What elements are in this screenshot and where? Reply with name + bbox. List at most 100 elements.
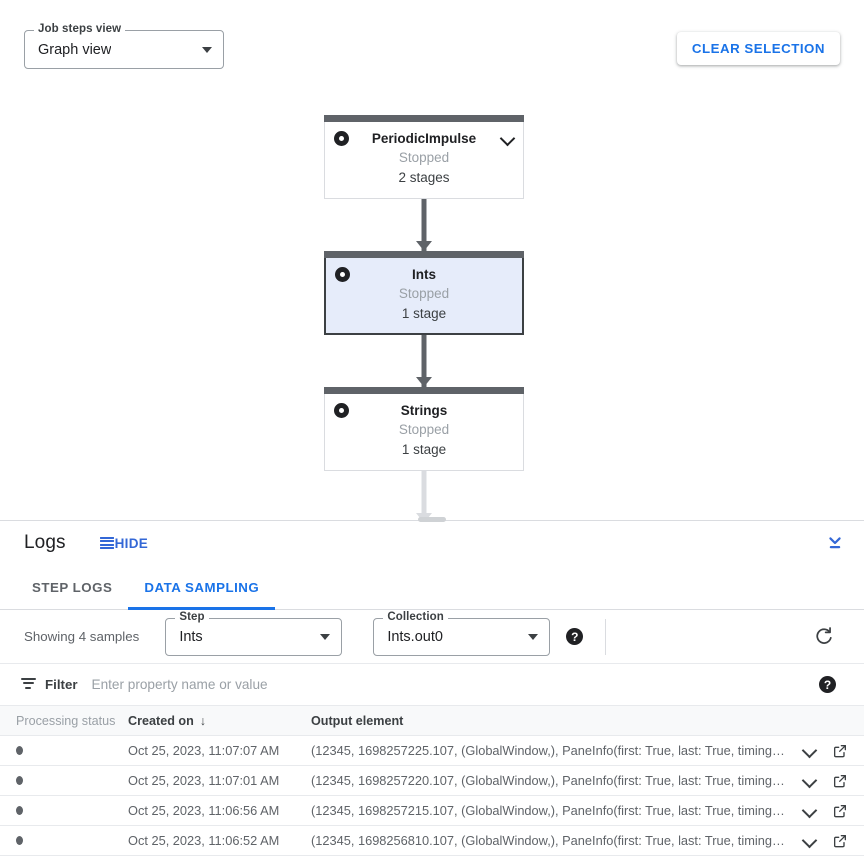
cell-processing-status bbox=[0, 746, 128, 755]
table-row[interactable]: Oct 25, 2023, 11:06:52 AM (12345, 169825… bbox=[0, 826, 864, 856]
status-dot-icon bbox=[16, 776, 23, 785]
node-status: Stopped bbox=[398, 150, 450, 165]
cell-output-element: (12345, 1698257225.107, (GlobalWindow,),… bbox=[311, 743, 785, 758]
help-icon[interactable]: ? bbox=[819, 676, 836, 693]
open-in-new-icon[interactable] bbox=[832, 833, 848, 849]
column-header-processing-status: Processing status bbox=[16, 713, 116, 728]
filter-bar: Filter ? bbox=[0, 664, 864, 706]
cell-processing-status bbox=[0, 836, 128, 845]
open-in-new-icon[interactable] bbox=[832, 803, 848, 819]
node-status: Stopped bbox=[398, 422, 450, 437]
row-actions bbox=[802, 833, 864, 849]
logs-panel-header: Logs HIDE bbox=[0, 521, 864, 565]
cell-created-on: Oct 25, 2023, 11:06:56 AM bbox=[128, 803, 280, 818]
node-title: PeriodicImpulse bbox=[371, 131, 477, 146]
node-status-bar bbox=[324, 115, 524, 122]
job-steps-view-select[interactable]: Job steps view Graph view bbox=[24, 23, 224, 69]
node-stages: 1 stage bbox=[401, 306, 447, 321]
collection-select[interactable]: Collection Ints.out0 bbox=[373, 610, 551, 656]
graph-node-periodicimpulse[interactable]: PeriodicImpulse Stopped 2 stages bbox=[324, 115, 524, 199]
graph-connector-ints-to-strings bbox=[416, 335, 432, 387]
status-dot-icon bbox=[16, 746, 23, 755]
cell-processing-status bbox=[0, 776, 128, 785]
clear-selection-button[interactable]: CLEAR SELECTION bbox=[676, 32, 840, 65]
hide-logs-button[interactable]: HIDE bbox=[98, 534, 150, 553]
step-select-label: Step bbox=[175, 610, 209, 623]
cell-output-element: (12345, 1698257220.107, (GlobalWindow,),… bbox=[311, 773, 785, 788]
stop-circle-icon bbox=[335, 267, 350, 282]
node-status-bar bbox=[324, 387, 524, 394]
step-select-value: Ints bbox=[179, 628, 203, 645]
dropdown-arrow-icon bbox=[528, 633, 539, 640]
logs-title: Logs bbox=[24, 532, 66, 553]
tab-step-logs[interactable]: STEP LOGS bbox=[16, 565, 128, 609]
filter-input[interactable] bbox=[91, 677, 819, 692]
filter-label: Filter bbox=[45, 677, 78, 692]
node-title: Ints bbox=[411, 267, 436, 282]
open-in-new-icon[interactable] bbox=[832, 773, 848, 789]
refresh-button[interactable] bbox=[812, 625, 836, 649]
help-icon[interactable]: ? bbox=[566, 628, 584, 645]
column-header-created-on[interactable]: Created on ↓ bbox=[128, 714, 311, 728]
row-actions bbox=[802, 803, 864, 819]
dropdown-arrow-icon bbox=[320, 633, 331, 640]
connector-line bbox=[421, 335, 427, 387]
node-body: PeriodicImpulse Stopped 2 stages bbox=[325, 122, 523, 200]
table-row[interactable]: Oct 25, 2023, 11:07:01 AM (12345, 169825… bbox=[0, 766, 864, 796]
dropdown-arrow-icon bbox=[202, 46, 212, 53]
column-header-created-on-label: Created on bbox=[128, 713, 194, 728]
node-title: Strings bbox=[400, 403, 448, 418]
table-row[interactable]: Oct 25, 2023, 11:07:07 AM (12345, 169825… bbox=[0, 736, 864, 766]
job-graph-area: PeriodicImpulse Stopped 2 stages Ints St… bbox=[0, 0, 864, 520]
expand-row-chevron-down-icon[interactable] bbox=[802, 833, 818, 849]
expand-row-chevron-down-icon[interactable] bbox=[802, 803, 818, 819]
job-steps-view-value: Graph view bbox=[38, 41, 112, 58]
row-actions bbox=[802, 773, 864, 789]
cell-processing-status bbox=[0, 806, 128, 815]
connector-arrowhead-icon bbox=[416, 377, 432, 387]
node-stages: 2 stages bbox=[398, 170, 450, 185]
list-icon bbox=[99, 536, 114, 550]
connector-arrowhead-icon bbox=[416, 241, 432, 251]
collection-select-label: Collection bbox=[383, 610, 448, 623]
table-row[interactable]: Oct 25, 2023, 11:06:56 AM (12345, 169825… bbox=[0, 796, 864, 826]
graph-canvas[interactable]: PeriodicImpulse Stopped 2 stages Ints St… bbox=[0, 0, 864, 520]
showing-samples-text: Showing 4 samples bbox=[24, 629, 140, 644]
expand-row-chevron-down-icon[interactable] bbox=[802, 773, 818, 789]
row-actions bbox=[802, 743, 864, 759]
expand-row-chevron-down-icon[interactable] bbox=[802, 743, 818, 759]
node-status-bar bbox=[324, 251, 524, 258]
status-dot-icon bbox=[16, 806, 23, 815]
graph-toolbar: Job steps view Graph view CLEAR SELECTIO… bbox=[0, 0, 864, 92]
status-dot-icon bbox=[16, 836, 23, 845]
chevron-down-icon[interactable] bbox=[501, 132, 515, 146]
cell-created-on: Oct 25, 2023, 11:07:07 AM bbox=[128, 743, 280, 758]
connector-line bbox=[421, 471, 427, 520]
node-status: Stopped bbox=[398, 286, 450, 301]
step-select[interactable]: Step Ints bbox=[165, 610, 343, 656]
graph-node-strings[interactable]: Strings Stopped 1 stage bbox=[324, 387, 524, 471]
samples-table-header: Processing status Created on ↓ Output el… bbox=[0, 706, 864, 736]
graph-connector-strings-to-next bbox=[416, 471, 432, 520]
cell-output-element: (12345, 1698257215.107, (GlobalWindow,),… bbox=[311, 803, 785, 818]
cell-created-on: Oct 25, 2023, 11:06:52 AM bbox=[128, 833, 280, 848]
open-in-new-icon[interactable] bbox=[832, 743, 848, 759]
node-stages: 1 stage bbox=[401, 442, 447, 457]
data-sampling-controls: Showing 4 samples Step Ints Collection I… bbox=[0, 610, 864, 664]
hide-logs-label: HIDE bbox=[114, 535, 149, 551]
tab-data-sampling[interactable]: DATA SAMPLING bbox=[128, 565, 276, 610]
sort-descending-icon: ↓ bbox=[199, 713, 207, 728]
panel-resize-handle[interactable] bbox=[418, 517, 446, 522]
filter-icon bbox=[20, 677, 36, 692]
logs-panel: Logs HIDE STEP LOGS DATA SAMPLING Showin… bbox=[0, 517, 864, 856]
graph-connector-periodicimpulse-to-ints bbox=[416, 199, 432, 251]
graph-node-ints[interactable]: Ints Stopped 1 stage bbox=[324, 251, 524, 335]
collection-select-value: Ints.out0 bbox=[387, 628, 443, 645]
toolbar-divider bbox=[605, 618, 607, 655]
column-header-output-element: Output element bbox=[311, 713, 404, 728]
cell-created-on: Oct 25, 2023, 11:07:01 AM bbox=[128, 773, 280, 788]
collapse-panel-button[interactable] bbox=[824, 532, 846, 554]
samples-table-body: Oct 25, 2023, 11:07:07 AM (12345, 169825… bbox=[0, 736, 864, 856]
node-body: Ints Stopped 1 stage bbox=[326, 258, 522, 336]
